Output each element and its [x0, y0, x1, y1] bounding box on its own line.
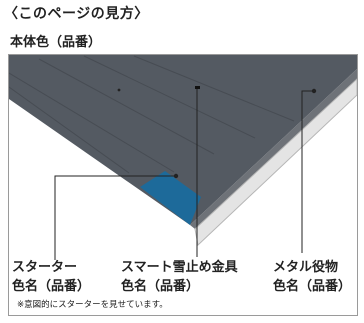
roof-diagram	[9, 55, 357, 260]
leader-lines	[54, 89, 314, 260]
trim-label: メタル役物	[273, 260, 339, 275]
shingle-lines	[9, 55, 295, 174]
trim-top	[190, 69, 357, 229]
leader-dots	[173, 88, 317, 179]
small-mark	[117, 88, 121, 92]
body-color-label: 本体色（品番）	[10, 35, 102, 50]
starter-color-name: 色名（品番）	[12, 279, 91, 294]
snow-stopper-label: スマート雪止め金具	[121, 260, 238, 275]
starter-label: スターター	[12, 260, 78, 275]
roof-illustration-frame: スターター 色名（品番） スマート雪止め金具 色名（品番） メタル役物 色名（品…	[8, 54, 358, 316]
snow-stopper-color-name: 色名（品番）	[121, 279, 200, 294]
roof-surface	[9, 55, 357, 225]
snow-stopper-bracket	[195, 86, 200, 89]
trim-color-name: 色名（品番）	[273, 279, 352, 294]
footnote: ※意図的にスターターを見せています。	[17, 300, 168, 310]
page-title: 〈このページの見方〉	[4, 6, 149, 22]
starter-strip	[140, 171, 201, 225]
